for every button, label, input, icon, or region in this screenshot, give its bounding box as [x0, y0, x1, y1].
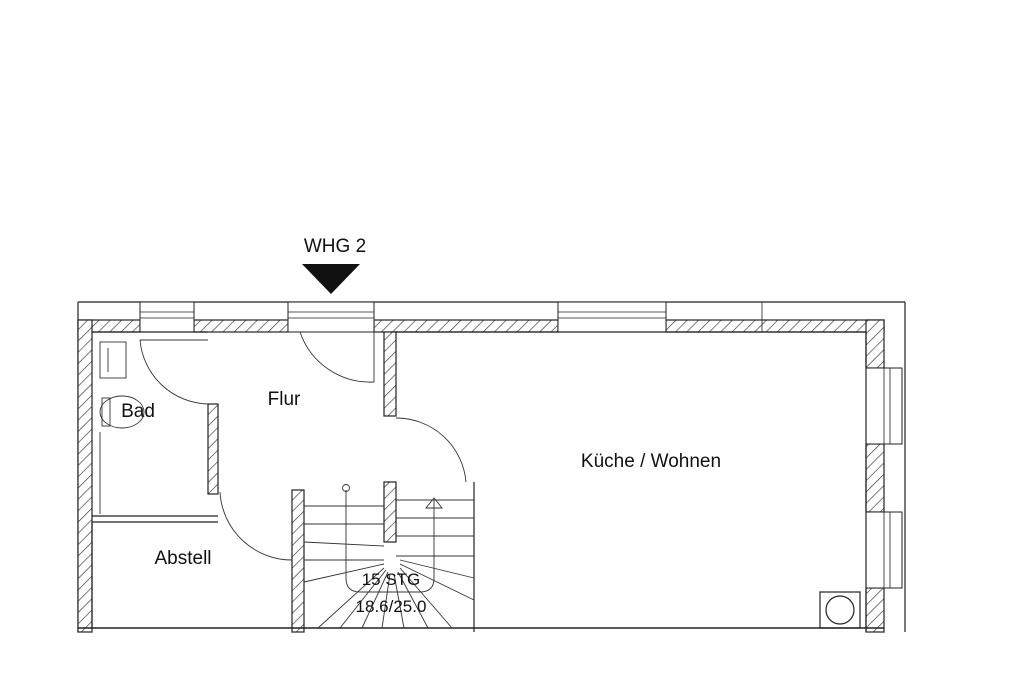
room-label-abstell: Abstell	[154, 548, 211, 569]
room-label-bad: Bad	[121, 401, 155, 422]
room-label-kueche: Küche / Wohnen	[581, 451, 721, 472]
stair-dimensions-label: 18.6/25.0	[356, 597, 427, 616]
wall-stair-left	[291, 489, 305, 633]
bath-fixtures	[99, 341, 145, 514]
chimney-shaft	[819, 591, 861, 629]
outer-outline	[77, 301, 906, 632]
stair-start-icon	[342, 484, 350, 492]
entry-arrow-icon	[302, 264, 360, 294]
unit-marker: WHG 2	[302, 236, 366, 294]
room-labels: Bad Flur Küche / Wohnen Abstell 15 STG 1…	[121, 389, 721, 616]
wall-stair-mid	[383, 481, 397, 543]
wall-right-3	[865, 587, 885, 633]
window-top-door	[287, 301, 375, 333]
room-label-flur: Flur	[268, 389, 301, 410]
wall-flur-kueche	[383, 331, 397, 417]
toilet-icon	[99, 395, 145, 429]
interior-walls	[78, 331, 884, 633]
wall-top-2	[193, 319, 289, 333]
door-bad-swing	[139, 339, 209, 405]
unit-marker-label: WHG 2	[304, 236, 366, 257]
wall-top-4	[665, 319, 885, 333]
window-top-kueche	[557, 301, 667, 333]
door-abstell-swing	[219, 491, 293, 561]
wall-top-3	[373, 319, 559, 333]
wall-left	[77, 319, 93, 633]
stair-steps-label: 15 STG	[362, 570, 421, 589]
door-entry-swing	[299, 331, 375, 383]
door-swings	[139, 331, 467, 561]
door-kueche-swing	[395, 417, 467, 483]
staircase	[303, 484, 475, 629]
right-windows	[865, 367, 903, 589]
stair-walkline	[345, 490, 435, 593]
sink-icon	[99, 341, 127, 379]
wall-right-2	[865, 443, 885, 513]
wall-bad-flur	[207, 403, 219, 495]
wall-right-1	[865, 319, 885, 369]
window-top-bad	[139, 301, 195, 333]
stair-arrow-icon	[425, 497, 443, 509]
exterior-walls	[77, 319, 885, 633]
